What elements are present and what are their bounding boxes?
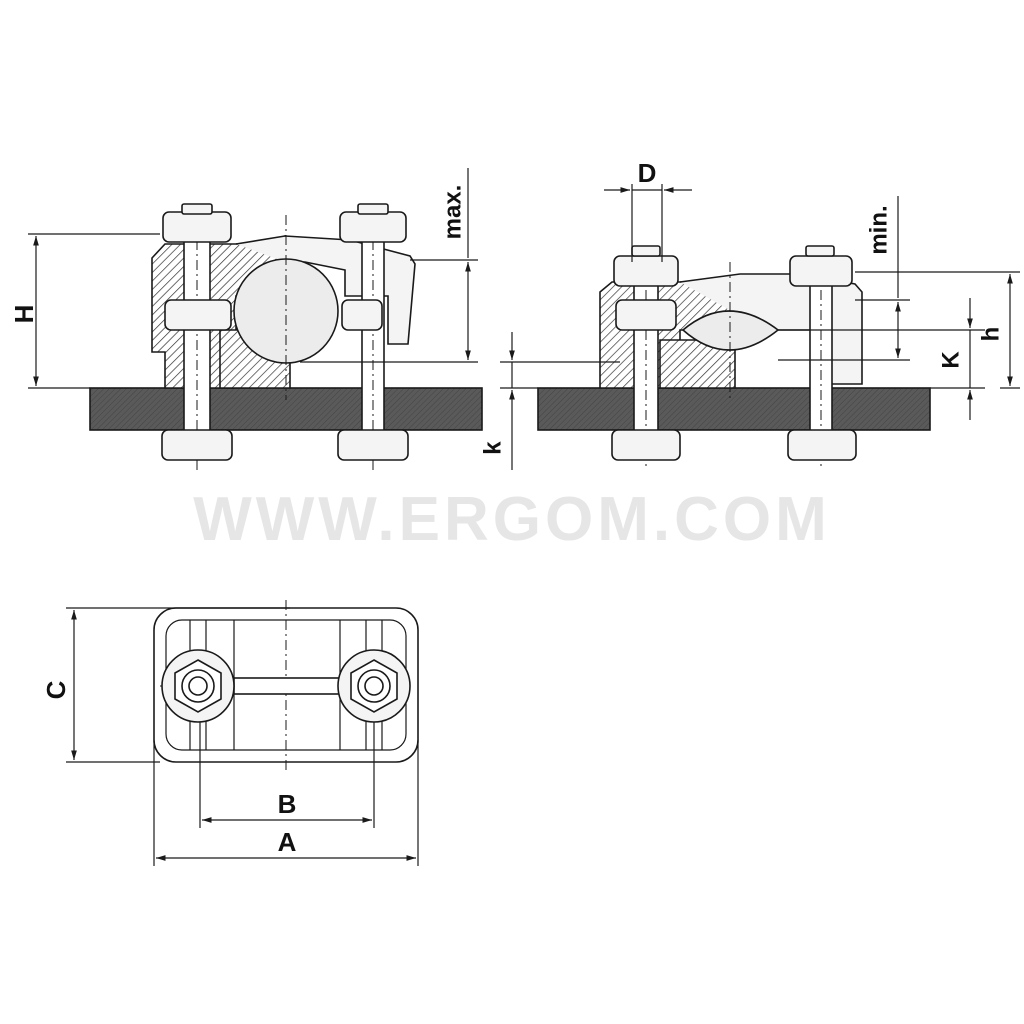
label-B: B (278, 789, 297, 819)
nut-mid-right (341, 299, 383, 331)
dimension-k (500, 332, 620, 470)
nut-top-right (339, 211, 407, 243)
label-h: h (977, 327, 1004, 342)
top-view (153, 600, 419, 770)
label-K: K (937, 351, 964, 369)
side-view-min (537, 245, 931, 470)
label-min: min. (865, 205, 892, 254)
label-H: H (9, 305, 39, 324)
dimension-H (28, 233, 160, 389)
label-A: A (278, 827, 297, 857)
nut-bottom-left-min (611, 429, 681, 461)
nut-bottom-right-min (787, 429, 857, 461)
dimension-K (778, 298, 985, 420)
nut-top-left-min (613, 255, 679, 287)
dimension-max (300, 168, 478, 363)
base-plate-right (537, 387, 931, 431)
nut-mid-left (164, 299, 232, 331)
label-D: D (638, 158, 657, 188)
nut-mid-left-min (615, 299, 677, 331)
dimension-D (604, 184, 692, 262)
label-max: max. (439, 185, 466, 240)
nut-top-left (162, 211, 232, 243)
dimension-h (855, 271, 1020, 389)
base-plate-left (89, 387, 483, 431)
dimension-B (199, 722, 375, 828)
dimension-A (153, 740, 419, 866)
nut-bottom-left (161, 429, 233, 461)
side-view-max (89, 203, 483, 470)
nut-top-right-min (789, 255, 853, 287)
connecting-bar (233, 677, 341, 695)
watermark-text: WWW.ERGOM.COM (193, 485, 830, 554)
dimension-C (66, 607, 290, 763)
label-k: k (479, 441, 506, 455)
label-C: C (41, 680, 71, 699)
nut-bottom-right (337, 429, 409, 461)
